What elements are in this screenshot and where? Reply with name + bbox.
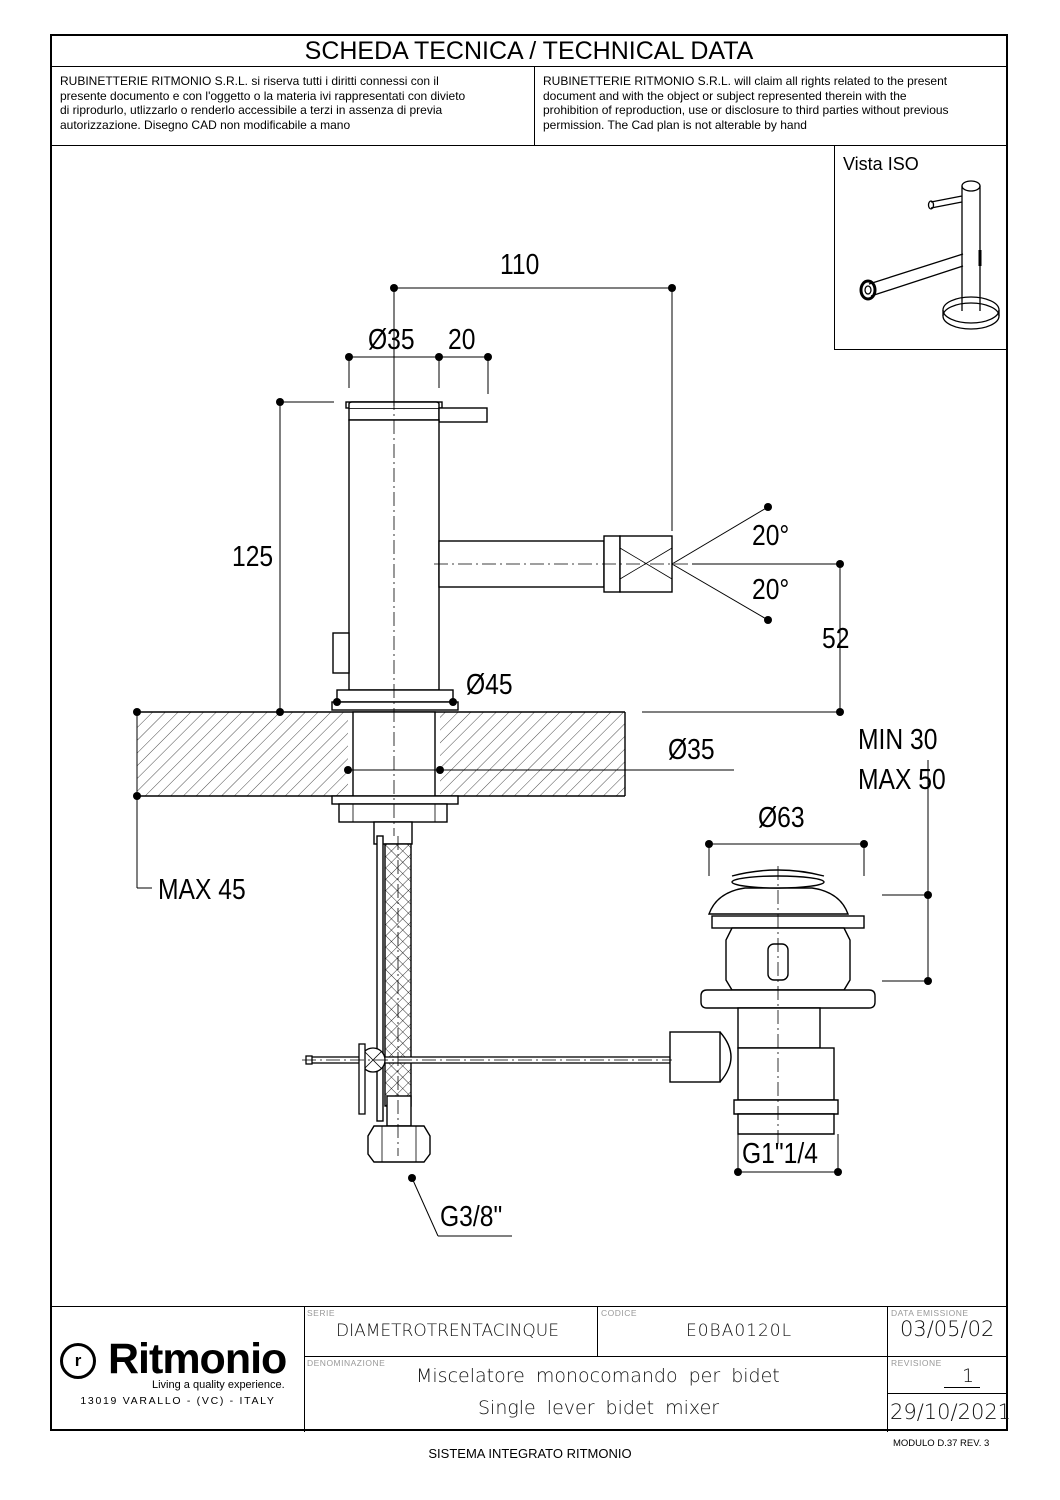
revisione-value: 1 [944, 1365, 981, 1388]
dim-110: 110 [500, 249, 540, 281]
brand-address: 13019 VARALLO - (VC) - ITALY [80, 1395, 276, 1407]
dim-52: 52 [822, 623, 850, 655]
centerlines [302, 396, 779, 1156]
legal-en-line: document and with the object or subject … [543, 88, 907, 103]
legal-it-line: presente documento e con l'oggetto o la … [60, 88, 466, 103]
dim-diameter-35-body: Ø35 [668, 734, 715, 766]
supply-hose [367, 835, 431, 1163]
revisione-data-cell: 29/10/2021 [888, 1394, 1012, 1432]
dim-angle-20-down: 20° [752, 574, 790, 606]
dim-min-30: MIN 30 [858, 724, 938, 756]
dim-thread-g1-1-4: G1"1/4 [742, 1138, 818, 1170]
legal-it-line: di riprodurlo, utlizzarlo o renderlo acc… [60, 103, 443, 117]
data-emissione-cell: DATA EMISSIONE 03/05/02 [888, 1307, 1008, 1357]
dim-20: 20 [448, 324, 476, 356]
brand-logo-mark: r [60, 1343, 96, 1379]
dimension-lines [136, 287, 929, 1237]
legal-en-line: RUBINETTERIE RITMONIO S.R.L. will claim … [543, 74, 948, 88]
serie-cell: SERIE DIAMETROTRENTACINQUE [304, 1307, 598, 1357]
dim-max-45: MAX 45 [158, 874, 246, 906]
technical-drawing [133, 284, 932, 1237]
denominazione-en: Single lever bidet mixer [478, 1397, 720, 1419]
dimension-dots [133, 284, 932, 1182]
legal-notice-it: RUBINETTERIE RITMONIO S.R.L. si riserva … [52, 66, 535, 146]
denominazione-label: DENOMINAZIONE [307, 1358, 386, 1368]
dim-max-50: MAX 50 [858, 764, 946, 796]
data-emissione-label: DATA EMISSIONE [891, 1308, 969, 1318]
codice-cell: CODICE E0BA0120L [598, 1307, 888, 1357]
footer-module: MODULO D.37 REV. 3 [893, 1438, 990, 1449]
legal-en-line: permission. The Cad plan is not alterabl… [543, 117, 807, 132]
revisione-cell: REVISIONE 1 [888, 1357, 1008, 1394]
legal-en-line: prohibition of reproduction, use or disc… [543, 103, 949, 117]
brand-tagline: Living a quality experience. [152, 1379, 285, 1391]
footer-system: SISTEMA INTEGRATO RITMONIO [428, 1446, 632, 1461]
dim-thread-g3-8: G3/8" [440, 1201, 503, 1233]
codice-label: CODICE [601, 1308, 638, 1318]
dim-diameter-35-top: Ø35 [368, 324, 415, 356]
revisione-data-value: 29/10/2021 [890, 1400, 1012, 1424]
iso-view-title: Vista ISO [843, 154, 919, 174]
dim-angle-20-up: 20° [752, 520, 790, 552]
iso-view-illustration [859, 180, 1000, 330]
legal-notice-en: RUBINETTERIE RITMONIO S.R.L. will claim … [535, 66, 1008, 146]
legal-it-line: autorizzazione. Disegno CAD non modifica… [60, 117, 351, 132]
pop-up-waste [669, 869, 876, 1135]
serie-value: DIAMETROTRENTACINQUE [336, 1321, 559, 1341]
revisione-label: REVISIONE [891, 1358, 942, 1368]
dim-diameter-63: Ø63 [758, 802, 805, 834]
serie-label: SERIE [307, 1308, 336, 1318]
codice-value: E0BA0120L [686, 1321, 793, 1341]
pull-rod [305, 1043, 676, 1115]
dim-125: 125 [232, 541, 274, 573]
title-block: r Ritmonio Living a quality experience. … [52, 1306, 1012, 1432]
denominazione-it: Miscelatore monocomando per bidet [416, 1365, 780, 1387]
denominazione-cell: DENOMINAZIONE Miscelatore monocomando pe… [304, 1357, 888, 1432]
iso-view-panel: Vista ISO [834, 146, 1008, 350]
brand-logo: Ritmonio [108, 1335, 287, 1383]
brand-panel: r Ritmonio Living a quality experience. … [52, 1307, 305, 1432]
legal-it-line: RUBINETTERIE RITMONIO S.R.L. si riserva … [60, 74, 439, 88]
technical-sheet: SCHEDA TECNICA / TECHNICAL DATA RUBINETT… [50, 34, 1012, 1432]
dim-diameter-45: Ø45 [466, 669, 513, 701]
data-emissione-value: 03/05/02 [900, 1317, 995, 1341]
sheet-title: SCHEDA TECNICA / TECHNICAL DATA [52, 36, 1006, 67]
